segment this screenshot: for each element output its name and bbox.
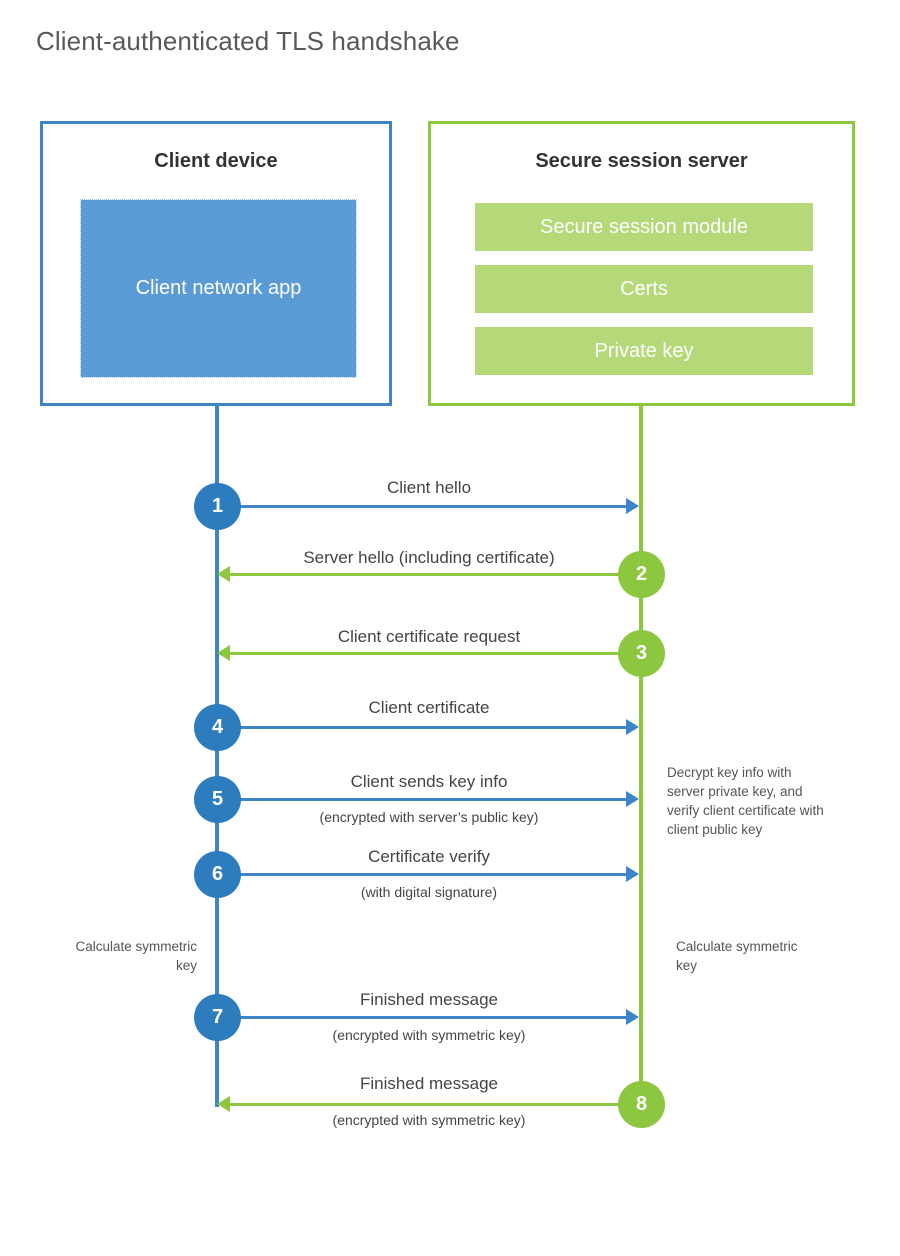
step-5-arrow-line bbox=[217, 798, 629, 801]
client-calculate-symmetric-key-note: Calculate symmetric key bbox=[75, 939, 197, 974]
page-title: Client-authenticated TLS handshake bbox=[36, 26, 460, 56]
step-5-label: Client sends key info bbox=[350, 772, 508, 791]
secure-session-server-title: Secure session server bbox=[535, 150, 748, 172]
step-3-arrow-head-icon bbox=[217, 645, 230, 661]
step-6-label: Certificate verify bbox=[368, 847, 490, 866]
step-1-label: Client hello bbox=[386, 478, 472, 497]
step-2-marker[interactable]: 2 bbox=[618, 551, 665, 598]
step-3-marker[interactable]: 3 bbox=[618, 630, 665, 677]
server-module-secure-session-module: Secure session module bbox=[475, 203, 813, 251]
step-4-arrow-head-icon bbox=[626, 719, 639, 735]
step-1-arrow-head-icon bbox=[626, 498, 639, 514]
step-2-arrow-line bbox=[229, 573, 629, 576]
step-3-arrow-line bbox=[229, 652, 629, 655]
step-5-sublabel: (encrypted with server’s public key) bbox=[319, 809, 539, 825]
step-6-arrow-line bbox=[217, 873, 629, 876]
server-module-certs: Certs bbox=[475, 265, 813, 313]
step-1-arrow-line bbox=[217, 505, 629, 508]
step-7-sublabel: (encrypted with symmetric key) bbox=[332, 1027, 526, 1043]
step-2-label: Server hello (including certificate) bbox=[303, 548, 555, 567]
step-5-arrow-head-icon bbox=[626, 791, 639, 807]
step-8-arrow-line bbox=[229, 1103, 629, 1106]
server-module-private-key: Private key bbox=[475, 327, 813, 375]
client-lifeline bbox=[215, 403, 219, 1107]
step-6-arrow-head-icon bbox=[626, 866, 639, 882]
step-2-arrow-head-icon bbox=[217, 566, 230, 582]
step-3-label: Client certificate request bbox=[337, 627, 521, 646]
server-decrypt-note: Decrypt key info with server private key… bbox=[667, 765, 824, 838]
step-7-label: Finished message bbox=[360, 990, 498, 1009]
step-7-arrow-head-icon bbox=[626, 1009, 639, 1025]
server-calculate-symmetric-key-note: Calculate symmetric key bbox=[676, 939, 798, 974]
step-8-sublabel: (encrypted with symmetric key) bbox=[332, 1112, 526, 1128]
step-8-marker[interactable]: 8 bbox=[618, 1081, 665, 1128]
step-7-arrow-line bbox=[217, 1016, 629, 1019]
step-4-label: Client certificate bbox=[368, 698, 490, 717]
step-5-marker[interactable]: 5 bbox=[194, 776, 241, 823]
step-1-marker[interactable]: 1 bbox=[194, 483, 241, 530]
client-network-app-block: Client network app bbox=[80, 199, 357, 378]
step-8-arrow-head-icon bbox=[217, 1096, 230, 1112]
server-lifeline bbox=[639, 403, 643, 1107]
step-7-marker[interactable]: 7 bbox=[194, 994, 241, 1041]
step-6-marker[interactable]: 6 bbox=[194, 851, 241, 898]
step-4-marker[interactable]: 4 bbox=[194, 704, 241, 751]
step-6-sublabel: (with digital signature) bbox=[360, 884, 498, 900]
step-8-label: Finished message bbox=[360, 1074, 498, 1093]
step-4-arrow-line bbox=[217, 726, 629, 729]
client-device-title: Client device bbox=[154, 150, 278, 172]
secure-session-server-box: Secure session server Secure session mod… bbox=[428, 121, 855, 406]
client-device-box: Client device Client network app bbox=[40, 121, 392, 406]
